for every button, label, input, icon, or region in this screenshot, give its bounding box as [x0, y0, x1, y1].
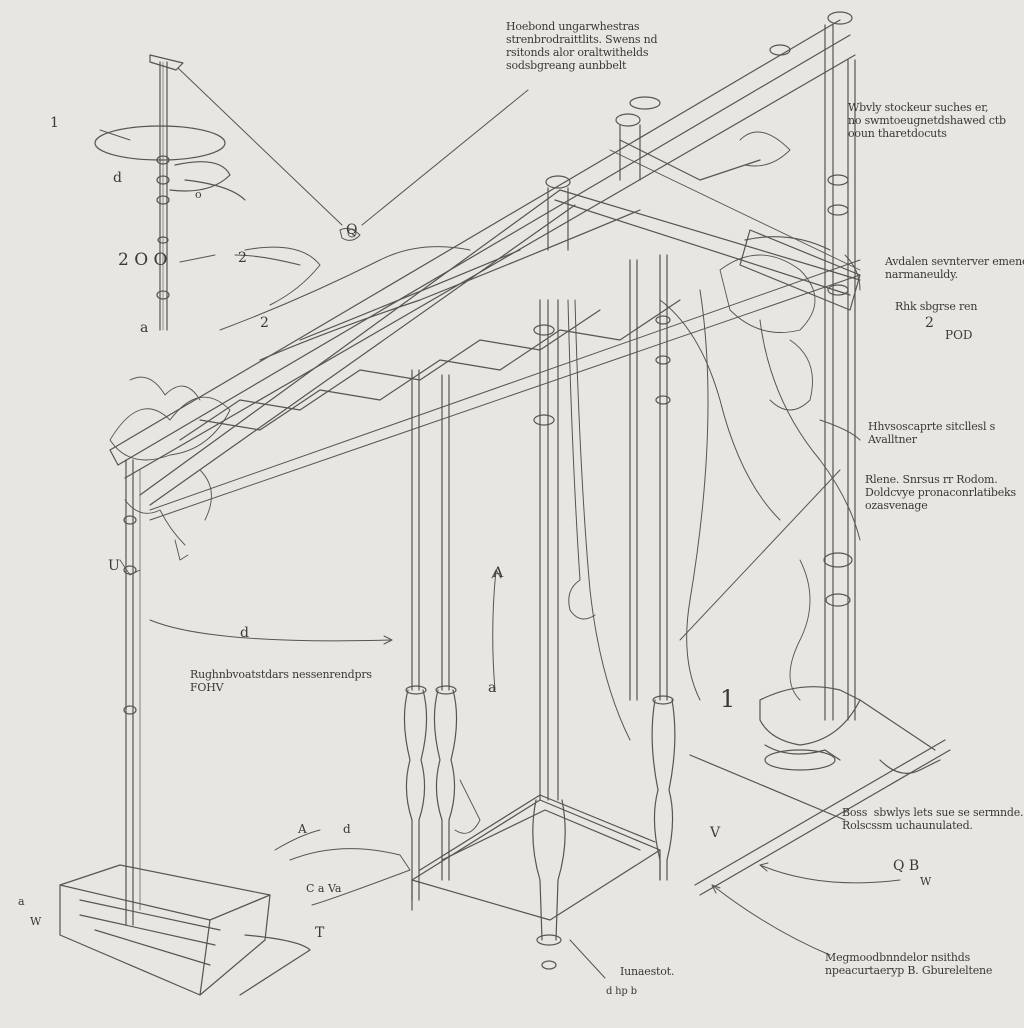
annotation-right-1: Avdalen sevnterver emenerd narmaneuldy.	[885, 255, 1024, 281]
callout-left-d: 2	[238, 250, 247, 266]
callout-floor-a: A	[298, 822, 307, 836]
callout-mid-center: A	[493, 565, 504, 581]
callout-floor-c: C a Va	[306, 882, 342, 895]
annotation-right-4: Rlene. Snrsus rr Rodom. Doldcvye pronaco…	[865, 473, 1016, 512]
callout-floor-d: d	[343, 822, 351, 836]
callout-left-c: 2	[260, 315, 269, 331]
annotation-right-2: Rhk sbgrse ren	[895, 300, 978, 313]
annotation-bottom-center-mark: d hp b	[606, 986, 637, 997]
left-mast	[94, 54, 246, 926]
callout-axis: a	[488, 680, 497, 696]
diagonal-truss	[109, 19, 861, 521]
upper-bearings	[545, 44, 861, 311]
callout-lower-right: Q B	[893, 858, 920, 874]
annotation-bottom-right: Megmoodbnndelor nsithds npeacurtaeryp B.…	[825, 951, 993, 977]
center-frame	[403, 254, 676, 970]
callout-left-e: a	[140, 320, 149, 336]
floor-guide	[689, 699, 951, 896]
callout-center-v: V	[710, 825, 721, 841]
base-block	[59, 864, 311, 996]
callout-center-1: 1	[720, 685, 736, 713]
callout-top-mark: Q	[346, 222, 358, 238]
callout-pod: POD	[945, 328, 973, 342]
annotation-left-mid: Rughnbvoatstdars nessenrendprs FOHV	[190, 668, 372, 694]
callout-small-a: d	[240, 625, 249, 641]
callout-lower-right-b: W	[920, 875, 932, 888]
callout-bottom-left-b: W	[30, 915, 42, 928]
annotation-right-3: Hhvsoscaprte sitcllesl s Avalltner	[868, 420, 996, 446]
right-joint-mechanism	[454, 131, 816, 834]
callout-mid-left: U	[108, 558, 120, 574]
annotation-lower-right: Boss sbwlys lets sue se sermnde. Rolscss…	[842, 806, 1024, 832]
callout-left-b: 2 O O	[118, 250, 168, 270]
callout-right-1: 2	[925, 315, 934, 331]
hanging-cords	[219, 246, 861, 741]
annotation-top-right: Wbvly stockeur suches er, no swmtoeugnet…	[848, 101, 1006, 140]
callout-left-f: o	[195, 188, 202, 201]
callout-left-a: d	[113, 170, 122, 186]
annotation-bottom-center: Iunaestot.	[620, 965, 675, 978]
callout-bottom-left-a: a	[18, 895, 25, 908]
annotation-top-center: Hoebond ungarwhestras strenbrodraittlits…	[506, 20, 658, 72]
leader-lines	[99, 67, 901, 979]
callout-bottom-small: T	[315, 925, 325, 941]
right-tall-post	[759, 11, 861, 771]
left-joint-mechanism	[109, 376, 231, 576]
callout-left-top: 1	[50, 115, 59, 131]
